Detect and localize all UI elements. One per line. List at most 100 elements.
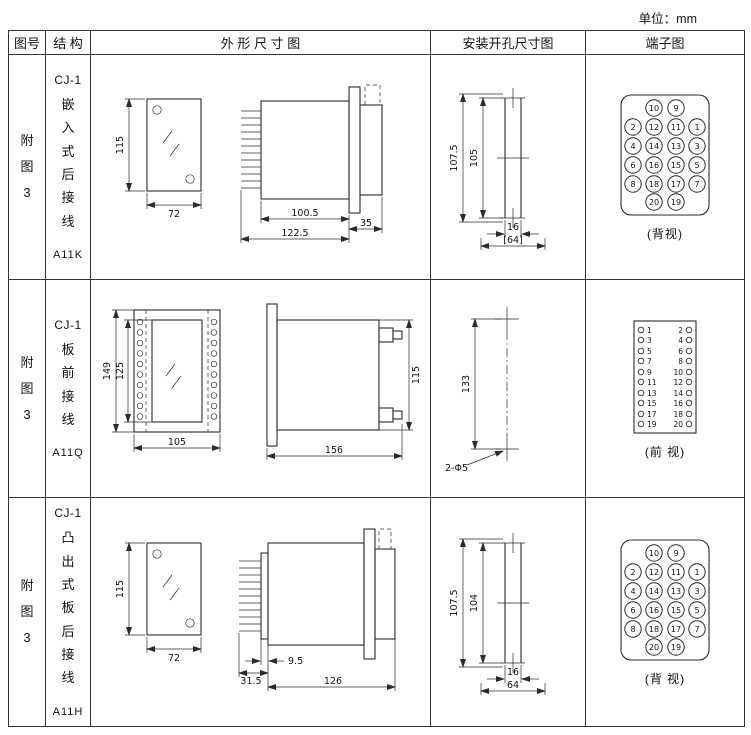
dim-label: 125	[115, 362, 126, 380]
row1-outline-cell: 115 72 100.5 35	[91, 55, 431, 280]
dim-label: 100.5	[291, 208, 318, 219]
svg-text:1: 1	[694, 123, 699, 132]
svg-text:15: 15	[647, 399, 657, 408]
outline-drawing-row3: 115 72 9.5 31.5	[115, 528, 396, 691]
install-drawing-row3: 104 107.5 16 64	[449, 532, 546, 695]
header-install-label: 安装开孔尺寸图	[462, 36, 554, 51]
svg-text:1: 1	[647, 326, 652, 335]
svg-text:6: 6	[630, 161, 635, 170]
svg-text:4: 4	[630, 587, 635, 596]
svg-text:10: 10	[673, 368, 683, 377]
svg-text:16: 16	[649, 161, 659, 170]
svg-text:18: 18	[649, 625, 659, 634]
svg-text:17: 17	[671, 625, 681, 634]
svg-text:10: 10	[649, 104, 659, 113]
dim-label: [64]	[503, 235, 523, 246]
row2-structure-cell: CJ-1 板前接线 A11Q	[46, 280, 91, 498]
dim-label: 122.5	[281, 228, 308, 239]
svg-text:19: 19	[647, 420, 657, 429]
model-name: CJ-1	[54, 506, 82, 521]
dim-label: 16	[507, 222, 519, 233]
svg-text:8: 8	[630, 180, 635, 189]
dim-label: 104	[469, 593, 480, 611]
header-fig-label: 图号	[13, 36, 40, 51]
install-drawing-row2: 133 2-Φ5	[445, 307, 519, 474]
header-outline-label: 外 形 尺 寸 图	[220, 36, 301, 51]
svg-text:2: 2	[630, 568, 635, 577]
svg-text:20: 20	[649, 198, 659, 207]
svg-text:4: 4	[630, 142, 635, 151]
row1-install-cell: 105 107.5 16 [64]	[431, 55, 586, 280]
outline-drawing-row2: 149 125 105 156	[102, 303, 422, 460]
svg-text:17: 17	[671, 180, 681, 189]
structure-desc: 嵌入式后接线	[61, 96, 75, 229]
row3-outline-cell: 115 72 9.5 31.5	[91, 498, 431, 726]
view-label: (前 视)	[644, 444, 686, 459]
header-install-dims: 安装开孔尺寸图	[431, 31, 586, 55]
install-drawing-row1: 105 107.5 16 [64]	[449, 87, 546, 250]
svg-text:13: 13	[671, 587, 681, 596]
side-view: 9.5 31.5 126	[237, 528, 396, 691]
type-code: A11Q	[52, 447, 84, 460]
svg-text:15: 15	[671, 161, 681, 170]
type-code: A11H	[52, 705, 84, 718]
svg-text:2: 2	[630, 123, 635, 132]
dim-label: 156	[324, 445, 342, 456]
dim-label: 126	[323, 676, 341, 687]
terminal-grid: 10 9 2 12 11 1 4 14 13 3 6 16 15 5	[624, 544, 706, 656]
terminal-grid: 10 9 2 12 11 1 4 14 13 3 6 16 15 5	[624, 99, 706, 211]
row2-install-cell: 133 2-Φ5	[431, 280, 586, 498]
header-outline-dims: 外 形 尺 寸 图	[91, 31, 431, 55]
header-terminal: 端子图	[586, 31, 744, 55]
svg-text:8: 8	[630, 625, 635, 634]
svg-text:18: 18	[649, 180, 659, 189]
terminal-diagram: 10 9 2 12 11 1 4 14 13 3 6 16 15 5	[617, 92, 713, 242]
svg-text:14: 14	[649, 142, 659, 151]
fig-no: 附图3	[20, 578, 34, 645]
outline-drawing-row1: 115 72 100.5 35	[115, 84, 383, 243]
row3-terminal-cell: 10 9 2 12 11 1 4 14 13 3 6 16 15 5	[586, 498, 744, 726]
terminal-strip-dots	[136, 318, 217, 420]
view-label: (背 视)	[644, 672, 686, 686]
svg-text:9: 9	[647, 368, 652, 377]
svg-text:13: 13	[671, 142, 681, 151]
svg-text:6: 6	[678, 347, 683, 356]
svg-text:4: 4	[678, 336, 683, 345]
svg-text:3: 3	[694, 587, 699, 596]
svg-text:12: 12	[649, 123, 659, 132]
dim-label: 107.5	[449, 144, 460, 171]
dim-label: 72	[167, 653, 179, 664]
svg-text:8: 8	[678, 357, 683, 366]
front-view: 115 72	[115, 98, 202, 220]
svg-text:20: 20	[673, 420, 683, 429]
view-label: (背视)	[647, 227, 683, 241]
svg-text:5: 5	[694, 606, 699, 615]
dim-label: 115	[411, 366, 422, 384]
terminal-drawing-row1: 10 9 2 12 11 1 4 14 13 3 6 16 15 5	[620, 94, 710, 216]
svg-text:5: 5	[647, 347, 652, 356]
svg-text:16: 16	[673, 399, 683, 408]
dim-label: 105	[469, 148, 480, 166]
svg-text:5: 5	[694, 161, 699, 170]
svg-text:6: 6	[630, 606, 635, 615]
svg-text:19: 19	[671, 643, 681, 652]
fig-no: 附图3	[20, 354, 34, 422]
svg-text:11: 11	[671, 568, 681, 577]
dim-label: 105	[167, 437, 185, 448]
svg-text:14: 14	[673, 389, 683, 398]
row1-fig-no-cell: 附图3	[9, 55, 46, 280]
row3-structure-cell: CJ-1 凸出式板后接线 A11H	[46, 498, 91, 726]
svg-text:7: 7	[694, 625, 699, 634]
dim-label: 133	[461, 375, 472, 393]
structure-info: CJ-1 嵌入式后接线 A11K	[53, 73, 83, 261]
terminal-diagram: 10 9 2 12 11 1 4 14 13 3 6 16 15 5	[617, 537, 713, 687]
dim-label: 35	[359, 218, 371, 229]
dim-label: 31.5	[240, 676, 261, 687]
dim-label: 9.5	[288, 656, 303, 667]
row1-terminal-cell: 10 9 2 12 11 1 4 14 13 3 6 16 15 5	[586, 55, 744, 280]
structure-info: CJ-1 板前接线 A11Q	[52, 318, 83, 460]
svg-text:11: 11	[671, 123, 681, 132]
dim-label: 149	[102, 362, 113, 380]
